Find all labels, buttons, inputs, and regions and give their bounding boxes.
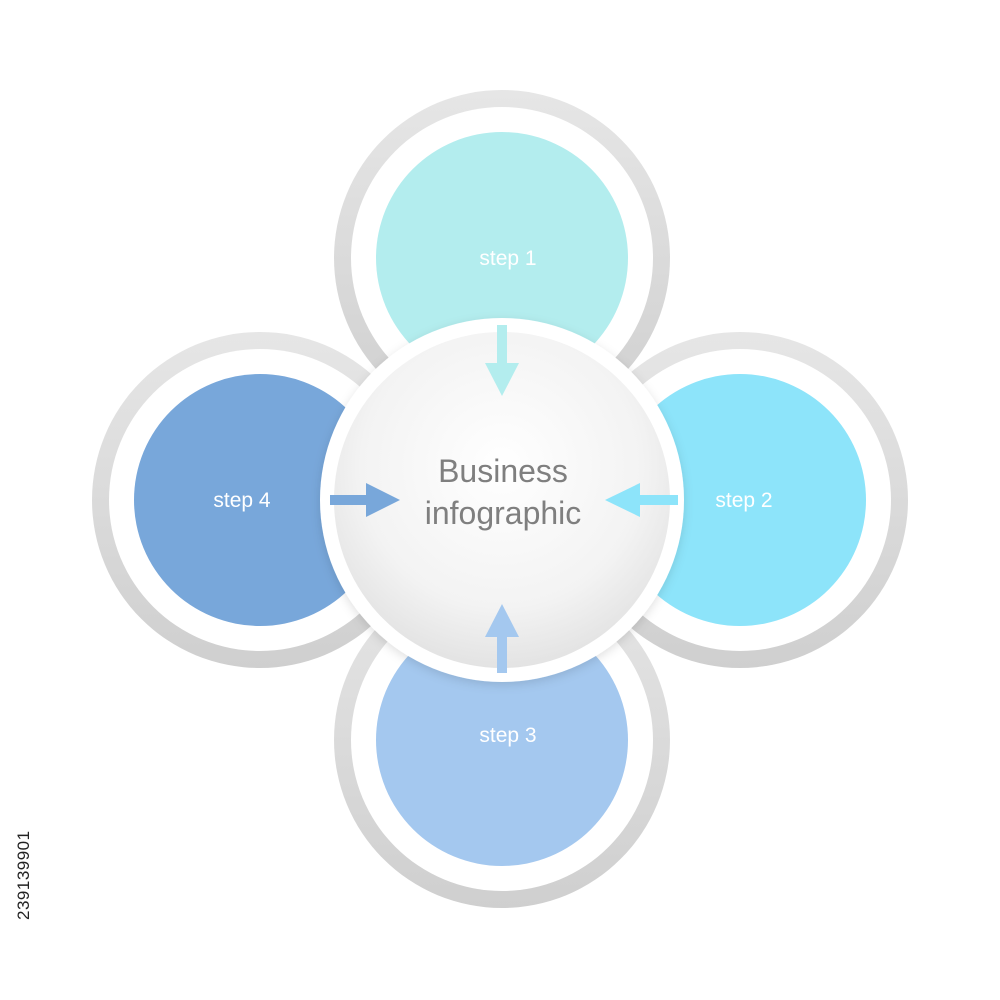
- arrow-right-icon: [330, 483, 400, 517]
- step-1-circle[interactable]: [376, 132, 628, 384]
- arrow-up-icon: [485, 604, 519, 673]
- stock-id-text: 239139901: [14, 830, 33, 920]
- center-title-line-2: infographic: [425, 495, 582, 531]
- step-2-label: step 2: [715, 489, 772, 512]
- step-circles: [134, 132, 866, 866]
- step-1-label: step 1: [479, 247, 536, 270]
- center-sphere: [334, 332, 670, 668]
- step-3-label: step 3: [479, 724, 536, 747]
- step-4-circle[interactable]: [134, 374, 386, 626]
- step-2-circle[interactable]: [614, 374, 866, 626]
- step-3-circle[interactable]: [376, 614, 628, 866]
- arrow-down-icon: [485, 325, 519, 396]
- center-title-line-1: Business: [438, 453, 568, 489]
- arrows: [330, 325, 678, 673]
- arrow-left-icon: [605, 483, 678, 517]
- step-4-label: step 4: [213, 489, 271, 512]
